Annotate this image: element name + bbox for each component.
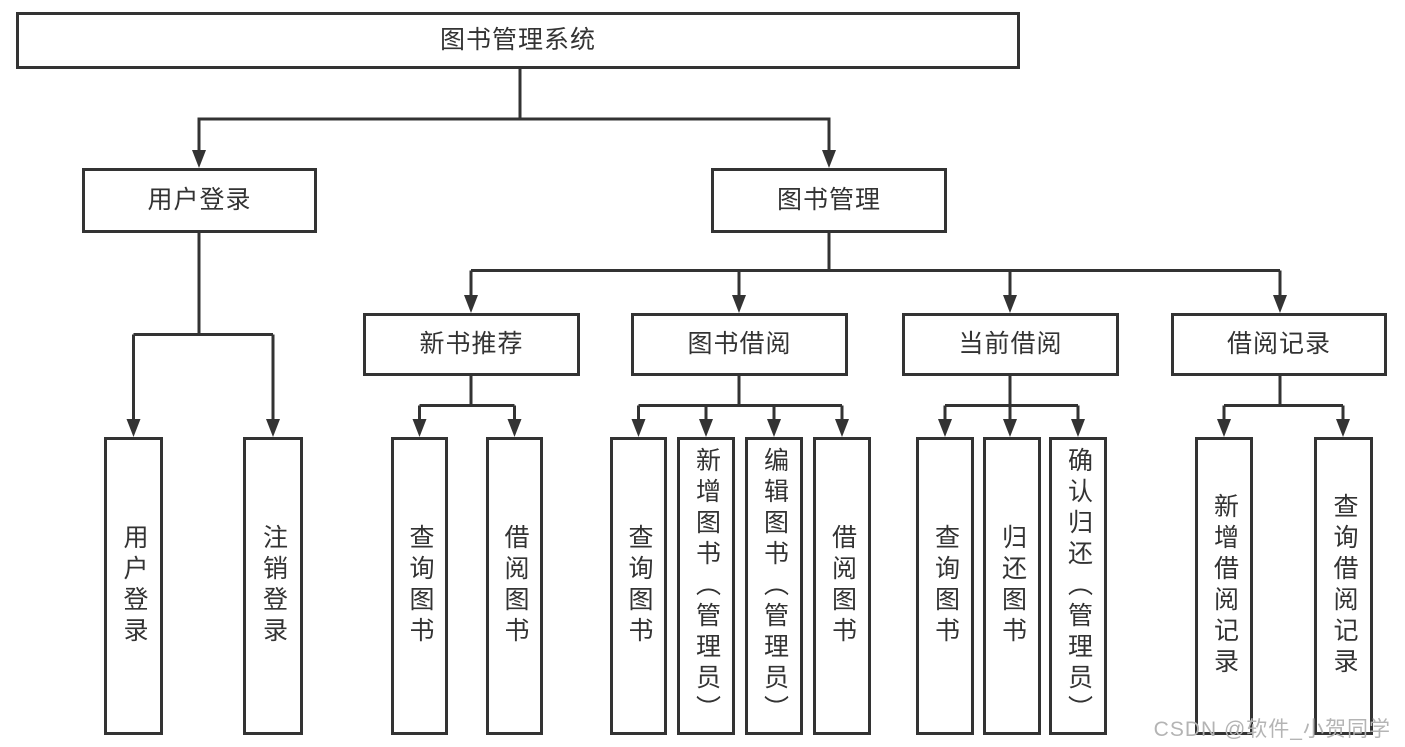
leaf-borrow-books-recommend: 借阅图书: [486, 437, 543, 735]
leaf-edit-books-admin: 编辑图书（管理员）: [745, 437, 803, 735]
leaf-query-borrow-record: 查询借阅记录: [1314, 437, 1373, 735]
leaf-query-books-borrow: 查询图书: [610, 437, 667, 735]
leaf-user-login: 用户登录: [104, 437, 163, 735]
node-root-library-management-system: 图书管理系统: [16, 12, 1020, 69]
node-borrow-record: 借阅记录: [1171, 313, 1387, 376]
leaf-add-borrow-record: 新增借阅记录: [1195, 437, 1253, 735]
node-user-login: 用户登录: [82, 168, 317, 233]
leaf-logout: 注销登录: [243, 437, 303, 735]
node-current-borrow: 当前借阅: [902, 313, 1119, 376]
leaf-return-books: 归还图书: [983, 437, 1041, 735]
node-new-book-recommend: 新书推荐: [363, 313, 580, 376]
csdn-watermark: CSDN @软件_小贺同学: [1153, 718, 1391, 741]
leaf-confirm-return-admin: 确认归还（管理员）: [1049, 437, 1107, 735]
leaf-query-books-current: 查询图书: [916, 437, 974, 735]
leaf-query-books-recommend: 查询图书: [391, 437, 448, 735]
arrowhead-icons: [126, 150, 1350, 437]
node-book-management: 图书管理: [711, 168, 947, 233]
leaf-borrow-books: 借阅图书: [813, 437, 871, 735]
node-book-borrow: 图书借阅: [631, 313, 848, 376]
leaf-add-books-admin: 新增图书（管理员）: [677, 437, 735, 735]
